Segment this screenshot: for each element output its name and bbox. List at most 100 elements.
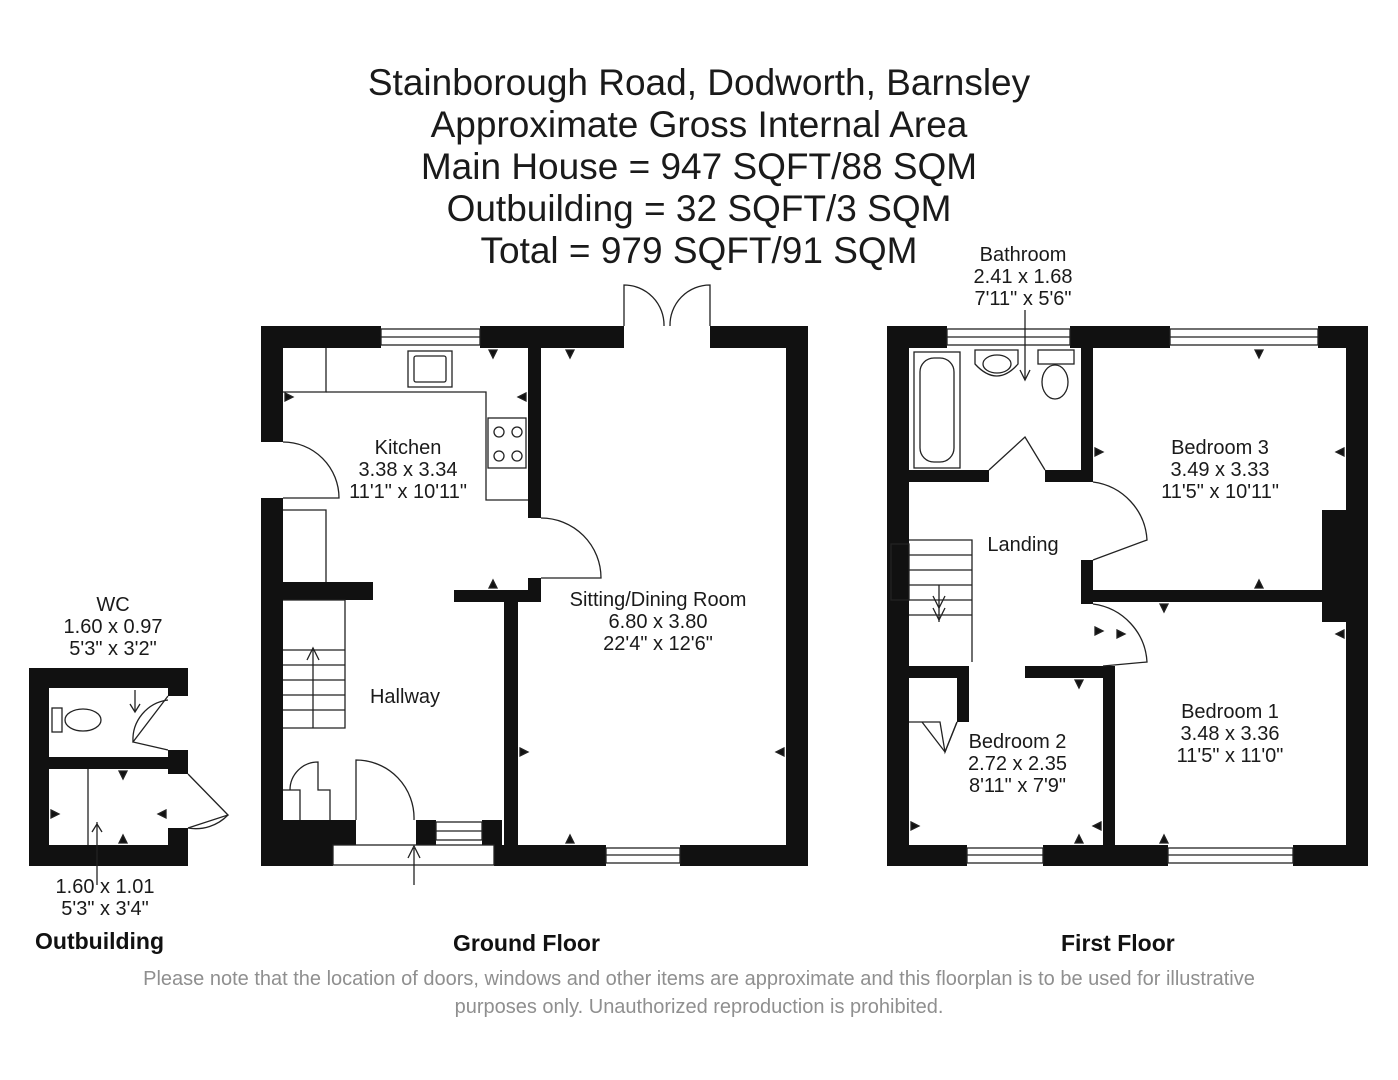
room-name: WC	[96, 594, 130, 616]
wall	[29, 668, 49, 866]
wall	[1070, 326, 1170, 348]
disclaimer-line1: Please note that the location of doors, …	[143, 968, 1255, 990]
wall	[261, 326, 381, 348]
wall	[1081, 348, 1093, 482]
wall	[957, 666, 969, 722]
wall	[528, 348, 541, 518]
area-outbuilding: Outbuilding = 32 SQFT/3 SQM	[446, 188, 952, 229]
room-hallway: Hallway	[355, 686, 455, 708]
wall	[454, 590, 541, 602]
floor-label-ground: Ground Floor	[453, 930, 600, 956]
wall	[504, 590, 518, 846]
wall	[1045, 470, 1093, 482]
door	[1092, 603, 1148, 667]
room-metric: 3.49 x 3.33	[1170, 459, 1270, 481]
french-door	[669, 284, 711, 327]
french-door	[623, 284, 665, 327]
room-metric: 3.38 x 3.34	[358, 459, 458, 481]
wall	[710, 326, 808, 348]
hob	[487, 417, 527, 469]
disclaimer-line2: purposes only. Unauthorized reproduction…	[454, 996, 944, 1018]
room-metric: 6.80 x 3.80	[608, 611, 708, 633]
sink	[407, 350, 453, 388]
room-wc: WC 1.60 x 0.97 5'3" x 3'2"	[48, 594, 178, 660]
wall	[261, 845, 333, 866]
room-sitting-dining: Sitting/Dining Room 6.80 x 3.80 22'4" x …	[548, 589, 768, 655]
wall	[680, 845, 808, 866]
wall	[1025, 666, 1115, 678]
wall	[482, 820, 502, 845]
wall	[494, 845, 606, 866]
room-name: Hallway	[369, 686, 441, 708]
wall	[283, 582, 373, 600]
cupboard	[283, 789, 301, 820]
room-metric: 3.48 x 3.36	[1180, 723, 1280, 745]
room-metric: 2.41 x 1.68	[973, 266, 1073, 288]
wall	[480, 326, 624, 348]
room-bedroom2: Bedroom 2 2.72 x 2.35 8'11" x 7'9"	[950, 731, 1085, 797]
kitchen-unit	[283, 348, 327, 393]
room-landing: Landing	[973, 534, 1073, 556]
room-imperial: 11'5" x 10'11"	[1161, 481, 1279, 503]
wall	[29, 668, 188, 688]
room-imperial: 5'3" x 3'2"	[69, 638, 157, 660]
wall	[887, 326, 909, 866]
wall	[1293, 845, 1368, 866]
room-name: Sitting/Dining Room	[569, 589, 747, 611]
wall	[416, 820, 436, 845]
room-bathroom: Bathroom 2.41 x 1.68 7'11" x 5'6"	[963, 244, 1083, 310]
window	[890, 543, 910, 601]
door	[131, 695, 169, 751]
wall	[168, 828, 188, 866]
wall	[49, 757, 168, 769]
room-store: 1.60 x 1.01 5'3" x 3'4"	[40, 876, 170, 920]
wall	[283, 820, 356, 845]
stairs	[909, 539, 973, 662]
kitchen-unit	[283, 509, 327, 582]
room-metric: 1.60 x 0.97	[63, 616, 163, 638]
room-name: Kitchen	[374, 437, 442, 459]
room-imperial: 22'4" x 12'6"	[603, 633, 713, 655]
title-address: Stainborough Road, Dodworth, Barnsley	[367, 62, 1031, 103]
room-imperial: 11'1" x 10'11"	[349, 481, 467, 503]
stairs	[283, 599, 346, 729]
room-name: Bedroom 1	[1181, 701, 1279, 723]
room-imperial: 11'5" x 11'0"	[1176, 745, 1284, 767]
wall	[1081, 560, 1093, 604]
room-name: Landing	[987, 534, 1059, 556]
wall	[29, 845, 188, 866]
wall	[261, 326, 283, 442]
toilet	[1041, 364, 1069, 400]
room-name: Bedroom 2	[968, 731, 1067, 753]
wall	[1043, 845, 1168, 866]
floor-label-outbuilding: Outbuilding	[35, 928, 165, 954]
wall	[1322, 510, 1346, 622]
wall	[1103, 666, 1115, 846]
door	[1092, 481, 1148, 561]
basin	[974, 349, 1019, 377]
wall	[909, 666, 969, 678]
floor-label-first: First Floor	[1061, 930, 1175, 956]
room-bedroom3: Bedroom 3 3.49 x 3.33 11'5" x 10'11"	[1140, 437, 1300, 503]
door	[282, 441, 340, 499]
walls	[29, 326, 1368, 866]
wall	[786, 326, 808, 866]
door	[988, 435, 1046, 471]
toilet	[64, 708, 102, 732]
front-door	[355, 759, 415, 821]
room-kitchen: Kitchen 3.38 x 3.34 11'1" x 10'11"	[328, 437, 488, 503]
door	[540, 517, 602, 579]
wall	[1093, 590, 1346, 602]
room-metric: 2.72 x 2.35	[968, 753, 1067, 775]
wall	[1346, 326, 1368, 866]
wall	[909, 470, 989, 482]
wall	[261, 498, 283, 866]
wall	[168, 668, 188, 696]
room-bedroom1: Bedroom 1 3.48 x 3.36 11'5" x 11'0"	[1155, 701, 1305, 767]
room-name: Bathroom	[979, 244, 1067, 266]
kitchen-counter	[326, 391, 528, 501]
room-imperial: 7'11" x 5'6"	[974, 288, 1072, 310]
room-metric: 1.60 x 1.01	[55, 876, 155, 898]
toilet-cistern	[1037, 349, 1075, 365]
